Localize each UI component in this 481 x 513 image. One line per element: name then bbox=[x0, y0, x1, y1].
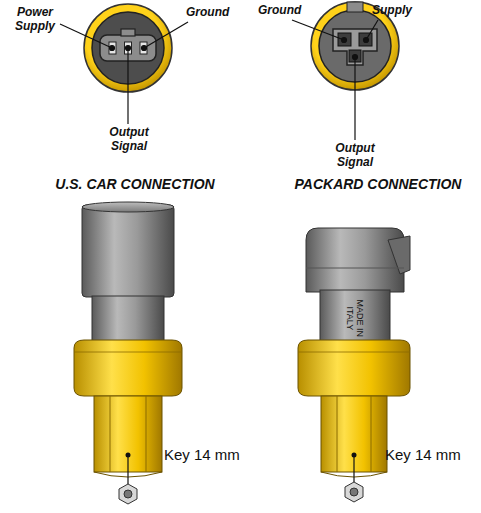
pin-name: Ground bbox=[186, 6, 246, 20]
key-size: Key 14 mm bbox=[164, 446, 264, 463]
signal-name: Output Signal bbox=[92, 126, 166, 154]
maker-mark: MADE IN ITALY bbox=[345, 293, 366, 343]
signal-name: Output Signal bbox=[318, 142, 392, 170]
pin-name: Ground bbox=[258, 4, 310, 18]
pin-name: Supply bbox=[372, 4, 428, 18]
pin-name: Power Supply bbox=[6, 6, 64, 34]
leader-lines bbox=[60, 20, 378, 140]
key-size: Key 14 mm bbox=[385, 446, 477, 463]
connection-title: U.S. CAR CONNECTION bbox=[40, 176, 230, 192]
connection-title: PACKARD CONNECTION bbox=[280, 176, 476, 192]
